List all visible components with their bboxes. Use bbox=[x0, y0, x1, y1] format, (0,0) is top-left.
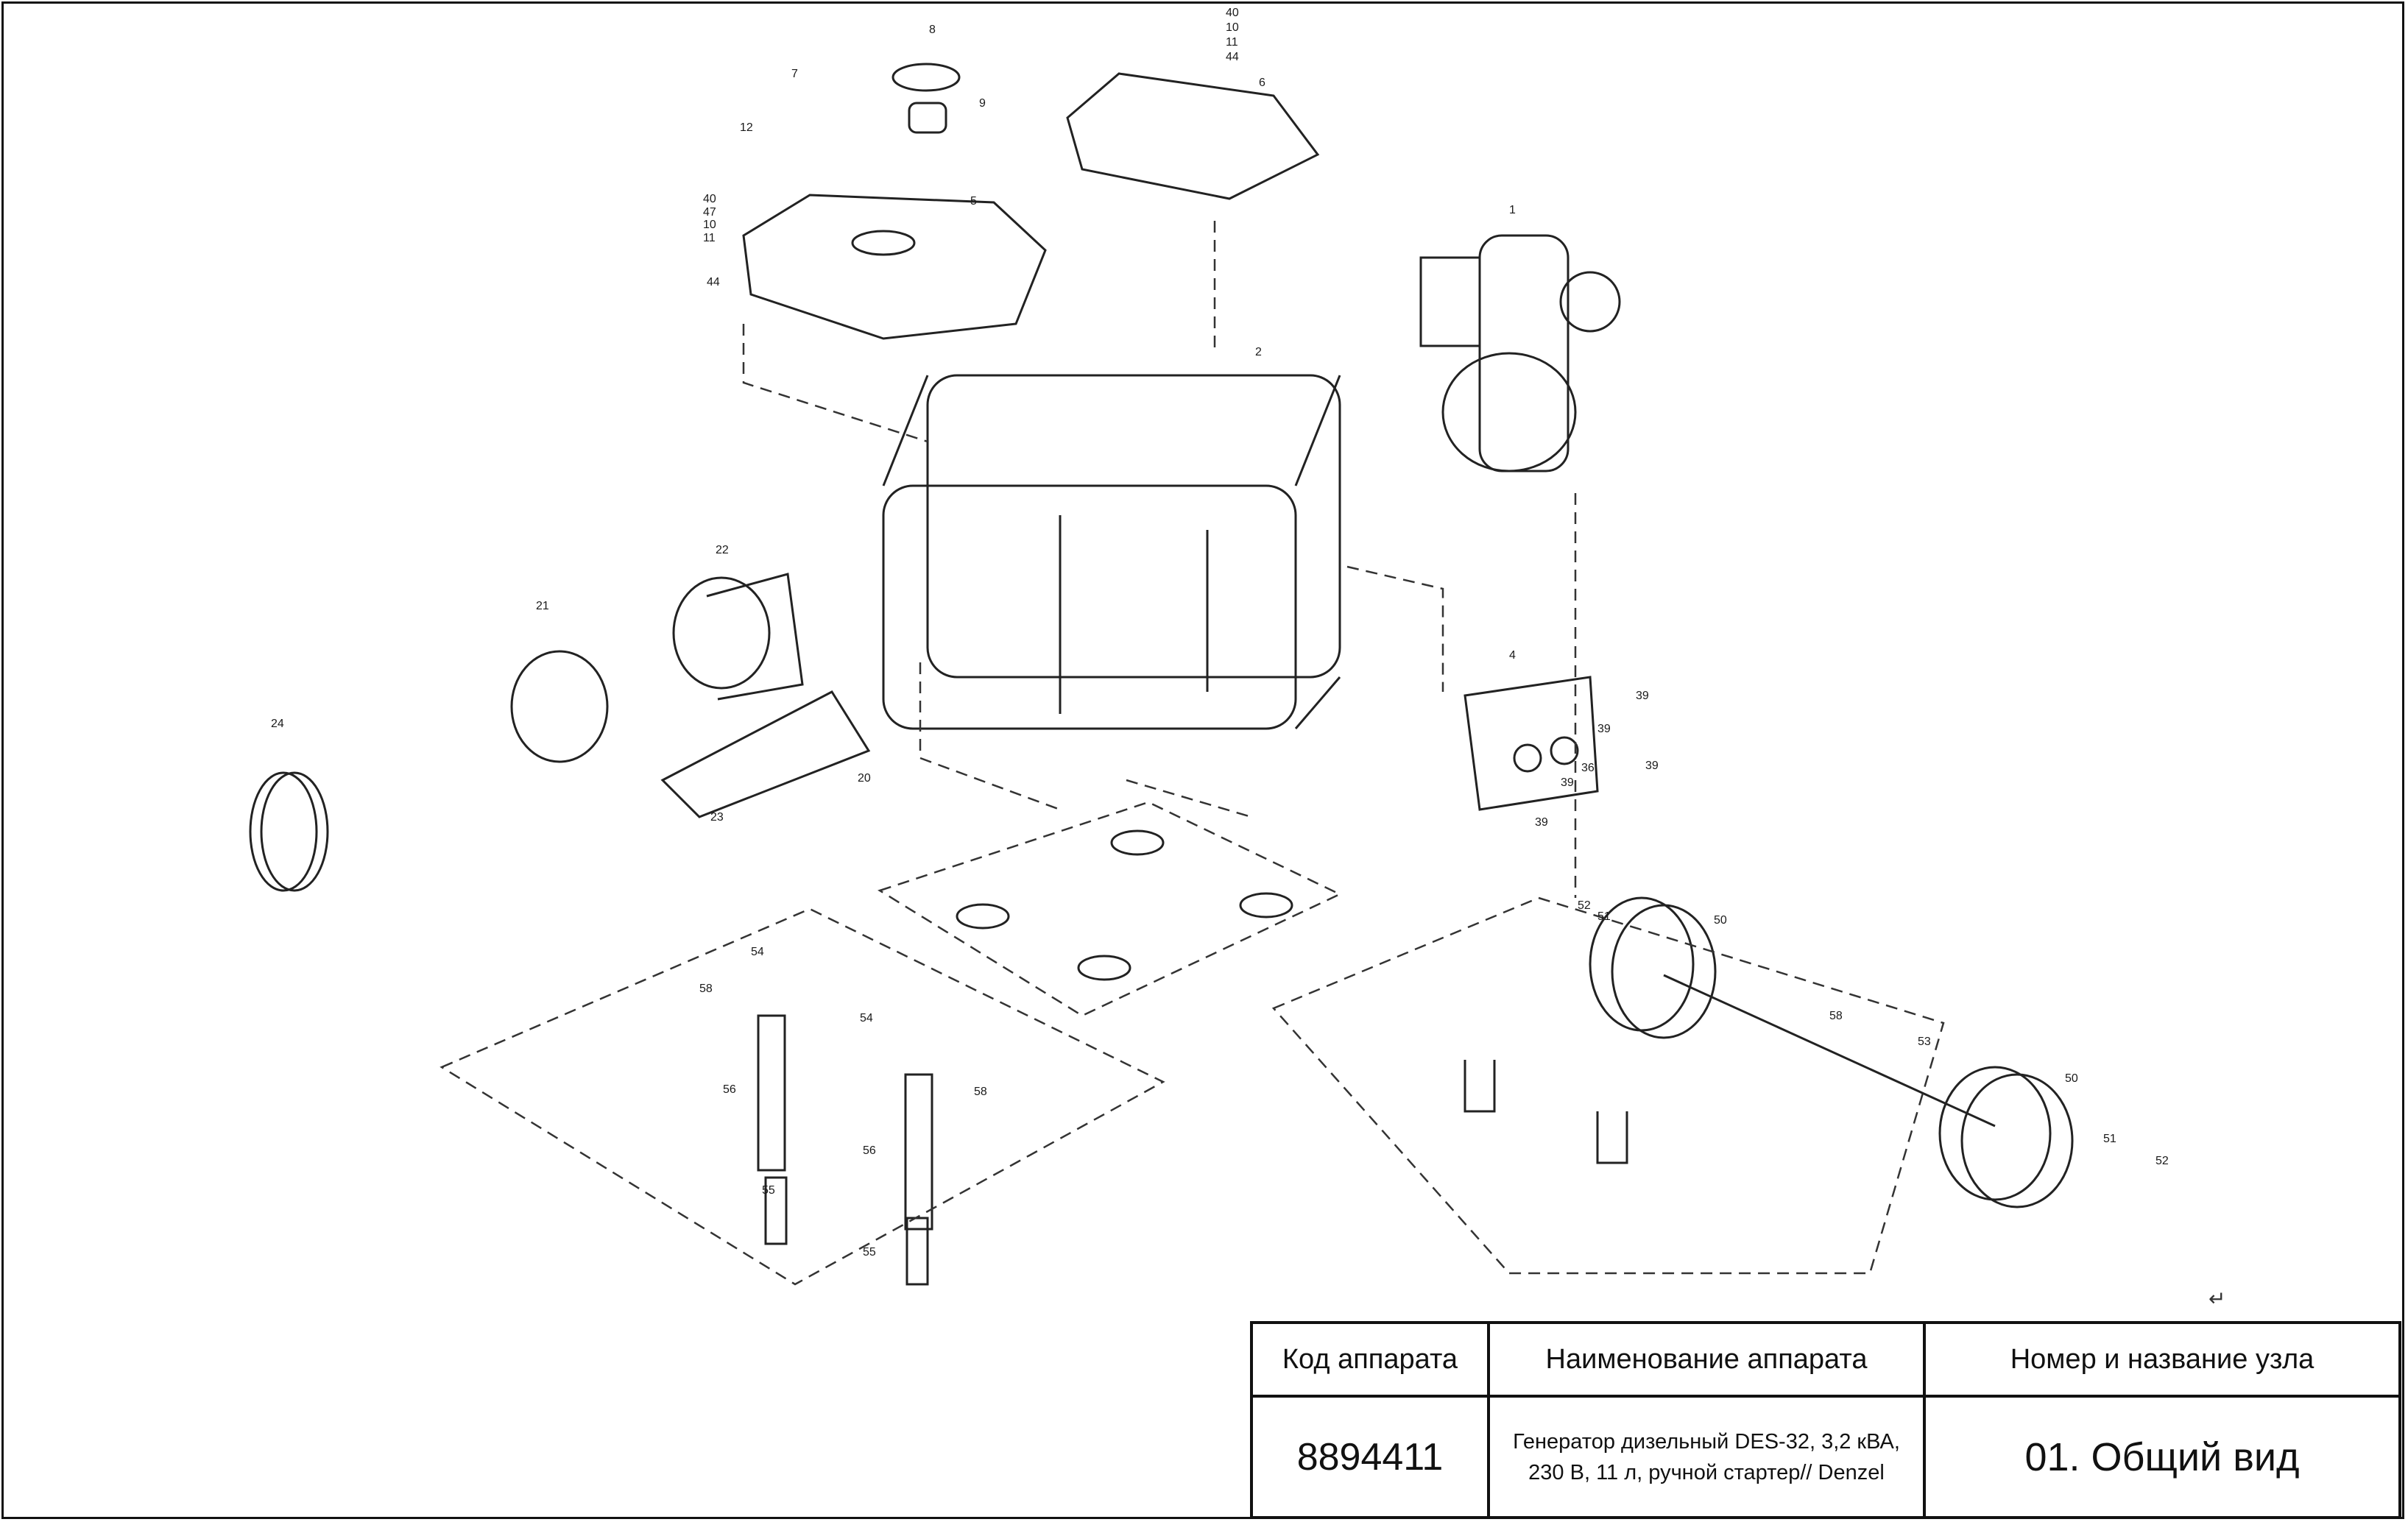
svg-text:47: 47 bbox=[703, 206, 716, 219]
label-cover: 6 bbox=[1259, 77, 1265, 89]
svg-text:52: 52 bbox=[1578, 899, 1591, 912]
label-group-handles: 54 58 56 55 54 58 56 55 bbox=[699, 946, 987, 1259]
svg-text:56: 56 bbox=[723, 1083, 736, 1096]
svg-text:52: 52 bbox=[2155, 1155, 2169, 1167]
label-tank: 5 bbox=[970, 195, 977, 208]
header-code: Код аппарата bbox=[1253, 1324, 1490, 1398]
label-group-wheels: 52 51 50 58 53 50 51 52 bbox=[1578, 899, 2169, 1167]
label-alternator-stator: 22 bbox=[716, 544, 729, 556]
device-name: Генератор дизельный DES-32, 3,2 кВА, 230 … bbox=[1490, 1398, 1926, 1516]
svg-text:58: 58 bbox=[1829, 1010, 1843, 1022]
svg-text:50: 50 bbox=[2065, 1072, 2078, 1085]
strainer-part bbox=[908, 102, 947, 134]
device-name-line2: 230 В, 11 л, ручной стартер// Denzel bbox=[1528, 1460, 1885, 1484]
label-strainer: 9 bbox=[979, 97, 986, 110]
svg-text:39: 39 bbox=[1636, 690, 1649, 702]
svg-text:11: 11 bbox=[703, 232, 716, 244]
control-panel-part bbox=[1463, 676, 1599, 811]
wheel-parts bbox=[1589, 896, 2074, 1208]
label-rotor-shaft: 23 bbox=[710, 811, 724, 824]
svg-text:39: 39 bbox=[1561, 776, 1574, 789]
label-hook-side: 12 bbox=[740, 121, 753, 134]
svg-text:39: 39 bbox=[1597, 723, 1611, 735]
frame-part bbox=[882, 374, 1341, 730]
svg-text:54: 54 bbox=[860, 1012, 873, 1024]
svg-text:55: 55 bbox=[762, 1184, 775, 1197]
svg-text:50: 50 bbox=[1714, 914, 1727, 927]
device-name-line1: Генератор дизельный DES-32, 3,2 кВА, bbox=[1513, 1429, 1900, 1454]
svg-text:44: 44 bbox=[707, 276, 720, 289]
svg-text:58: 58 bbox=[699, 983, 713, 995]
label-end-cover: 24 bbox=[271, 718, 284, 730]
label-frame: 2 bbox=[1255, 346, 1262, 358]
svg-text:39: 39 bbox=[1645, 760, 1659, 772]
node-name: 01. Общий вид bbox=[2024, 1434, 2300, 1479]
fuel-cap-part bbox=[891, 63, 961, 92]
header-node: Номер и название узла bbox=[1926, 1324, 2398, 1398]
engine-part bbox=[1419, 234, 1621, 472]
label-group-top-1: 40 10 11 44 bbox=[1226, 7, 1239, 63]
svg-text:39: 39 bbox=[1535, 816, 1548, 829]
svg-text:36: 36 bbox=[1581, 762, 1595, 774]
fuel-tank-part bbox=[742, 194, 1047, 340]
title-block: Код аппарата Наименование аппарата Номер… bbox=[1250, 1321, 2401, 1519]
label-group-tank-left: 40 47 10 11 44 bbox=[703, 193, 720, 289]
exploded-parts-diagram: 5 8 9 6 7 12 2 1 4 20 22 21 24 23 40 10 … bbox=[249, 7, 2169, 1286]
label-end-bell: 21 bbox=[536, 600, 549, 612]
svg-text:53: 53 bbox=[1918, 1036, 1931, 1048]
svg-text:10: 10 bbox=[1226, 21, 1239, 34]
label-hook: 7 bbox=[791, 68, 798, 80]
bracket-parts bbox=[1463, 1060, 1628, 1164]
mount-parts bbox=[956, 829, 1293, 981]
label-engine: 1 bbox=[1509, 204, 1516, 216]
svg-text:10: 10 bbox=[703, 219, 716, 231]
svg-text:58: 58 bbox=[974, 1086, 987, 1098]
label-group-panel-side: 39 39 39 39 39 36 bbox=[1535, 690, 1659, 829]
header-name: Наименование аппарата bbox=[1490, 1324, 1926, 1398]
svg-text:55: 55 bbox=[863, 1246, 876, 1259]
alternator-parts bbox=[249, 573, 871, 892]
label-alternator-rotor: 20 bbox=[858, 772, 871, 785]
svg-text:51: 51 bbox=[1597, 910, 1611, 923]
svg-text:40: 40 bbox=[703, 193, 716, 205]
svg-text:54: 54 bbox=[751, 946, 764, 958]
svg-text:51: 51 bbox=[2103, 1133, 2116, 1145]
label-cap: 8 bbox=[929, 24, 936, 36]
return-mark: ↵ bbox=[2208, 1287, 2226, 1310]
label-panel: 4 bbox=[1509, 649, 1516, 662]
device-code: 8894411 bbox=[1253, 1398, 1490, 1516]
top-cover-part bbox=[1066, 72, 1320, 200]
svg-text:11: 11 bbox=[1226, 36, 1238, 49]
svg-text:40: 40 bbox=[1226, 7, 1239, 19]
svg-text:44: 44 bbox=[1226, 51, 1239, 63]
svg-text:56: 56 bbox=[863, 1144, 876, 1157]
